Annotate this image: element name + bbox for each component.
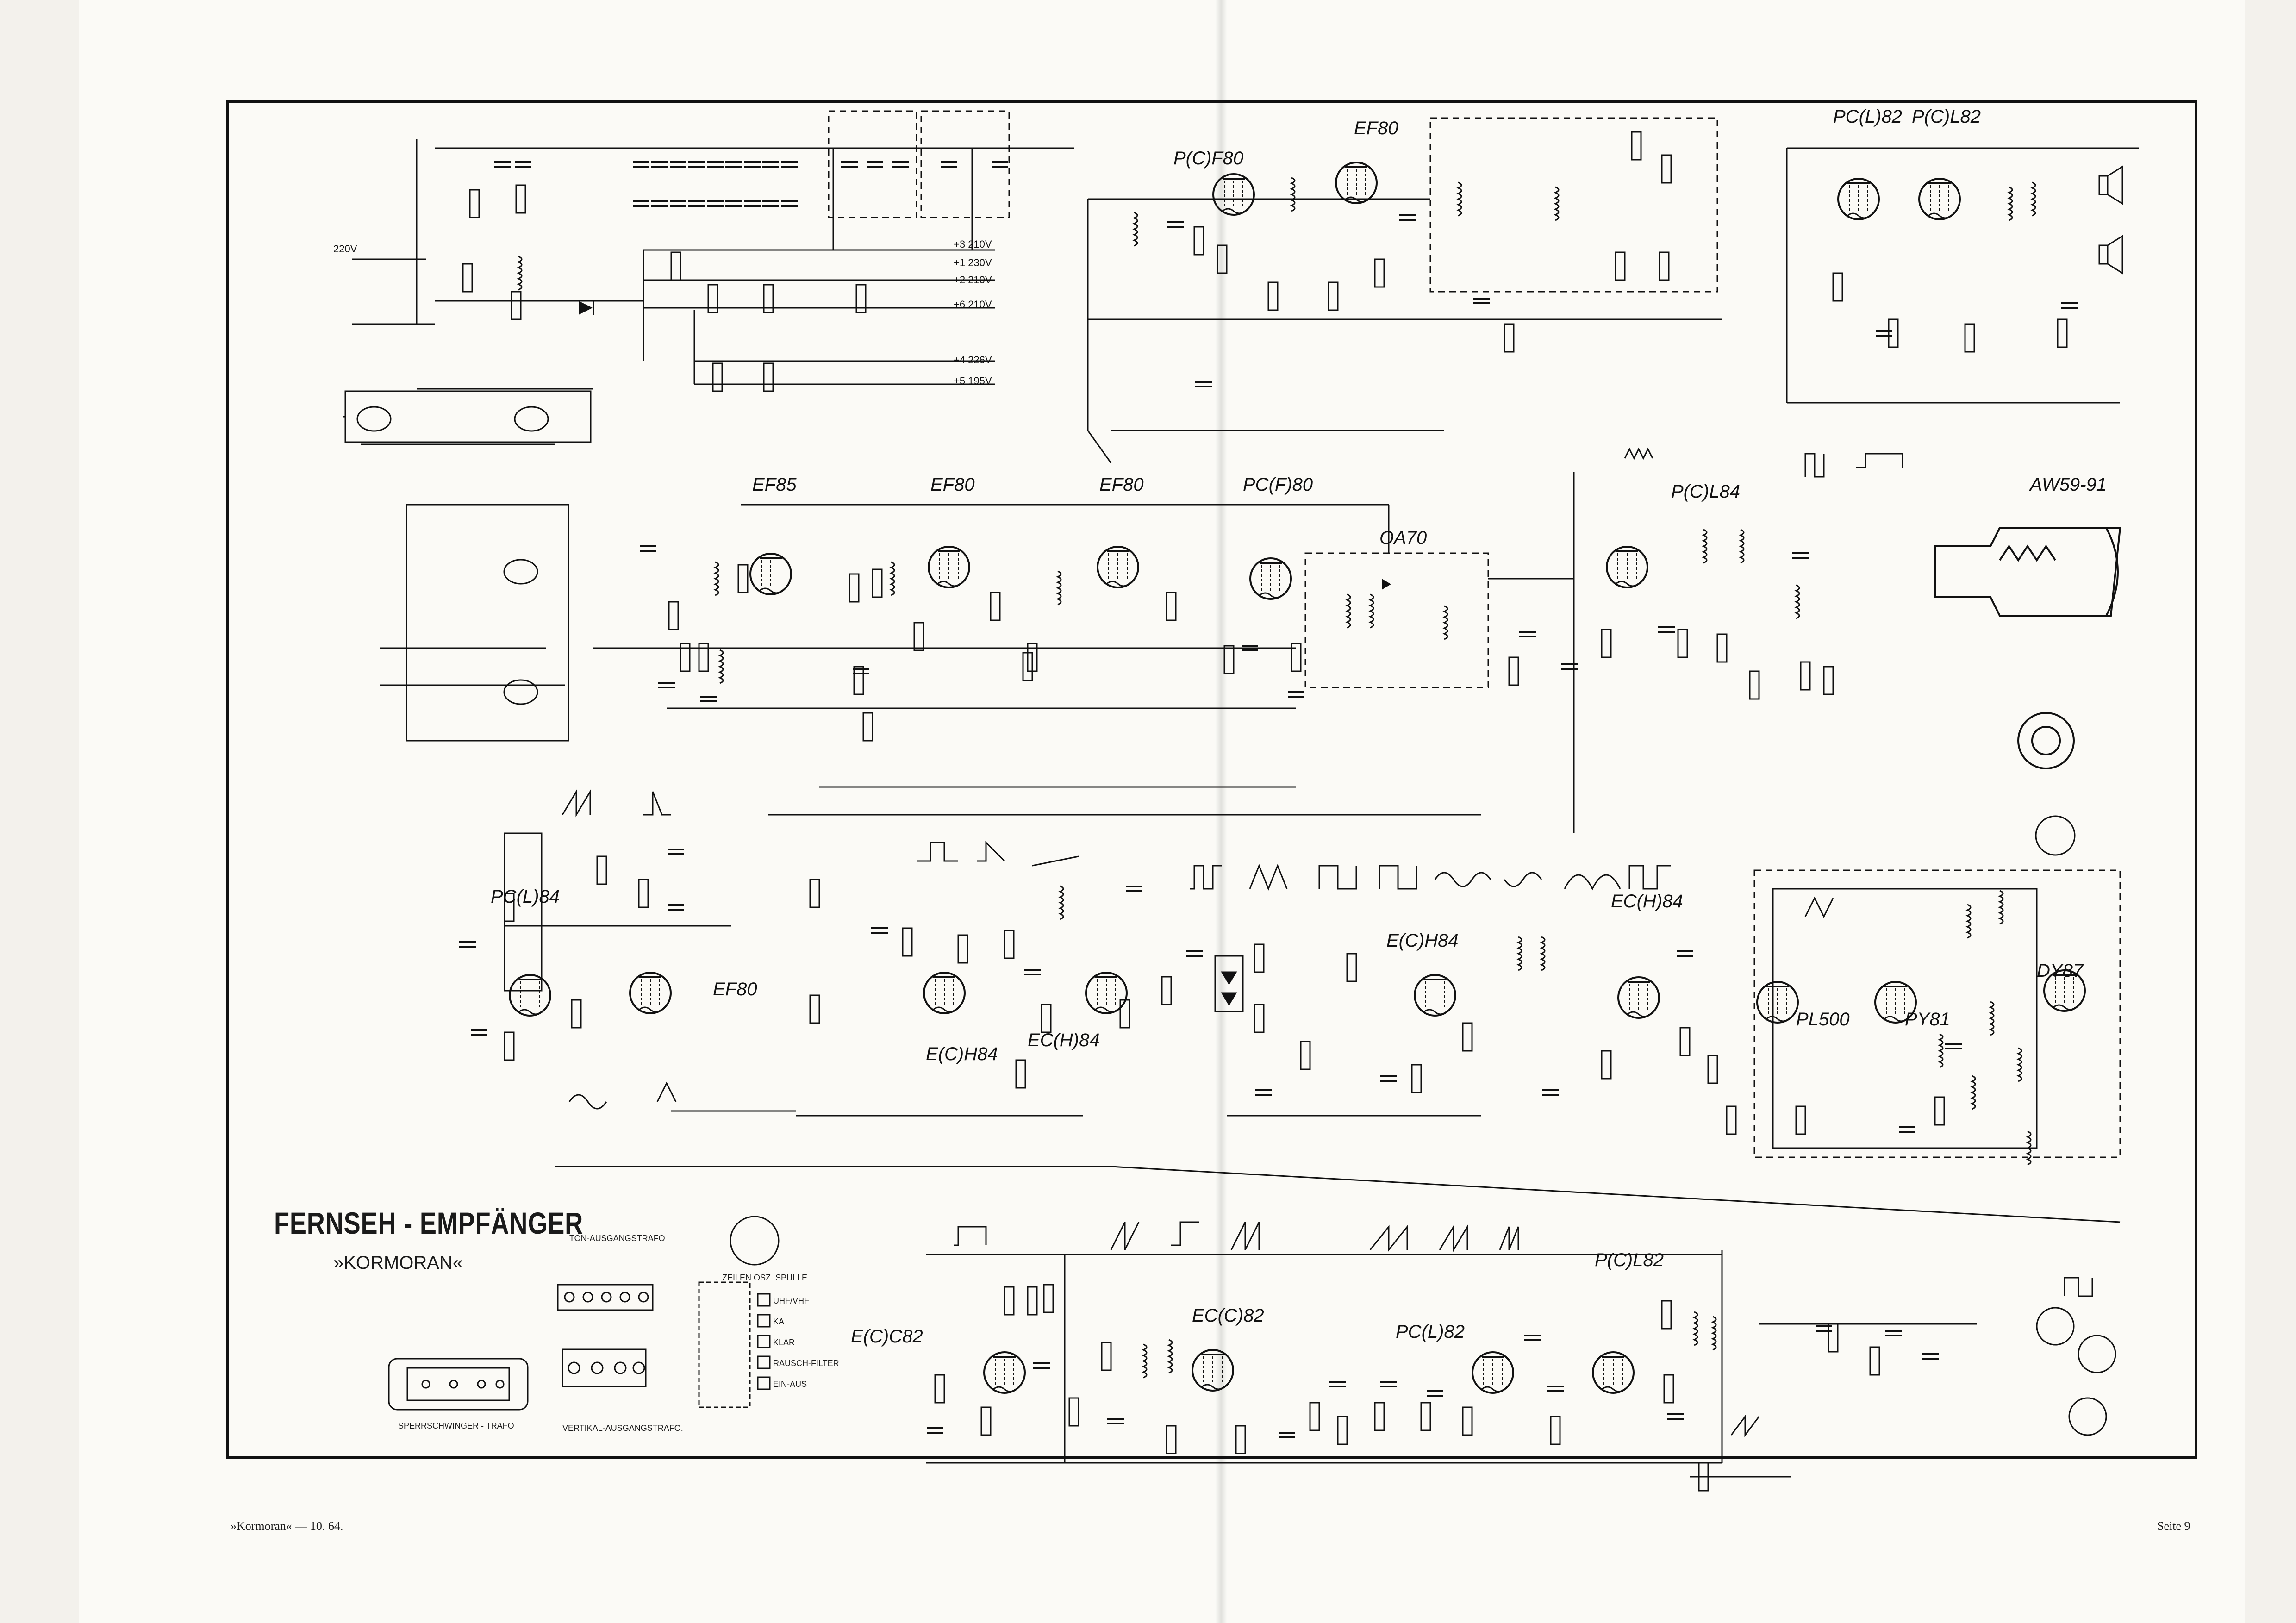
svg-text:EF85: EF85 bbox=[752, 474, 797, 495]
svg-text:DY87: DY87 bbox=[2037, 961, 2084, 981]
zeilen-osz-label: ZEILEN OSZ. SPULLE bbox=[722, 1273, 808, 1282]
switch-label: RAUSCH-FILTER bbox=[773, 1359, 839, 1368]
svg-text:PC(F)80: PC(F)80 bbox=[1243, 474, 1313, 495]
tube-labels: P(C)F80 EF80 PC(L)82 P(C)L82 EF85 EF80 E… bbox=[491, 106, 2107, 1347]
power-supply-section bbox=[352, 110, 1074, 390]
svg-text:+5 195V: +5 195V bbox=[954, 375, 992, 387]
sperrschwinger-label: SPERRSCHWINGER - TRAFO bbox=[398, 1421, 514, 1430]
svg-text:P(C)F80: P(C)F80 bbox=[1173, 148, 1243, 169]
tuner-sound-section bbox=[1087, 117, 2139, 463]
svg-text:+4 226V: +4 226V bbox=[954, 354, 992, 366]
vertical-output-section bbox=[926, 1250, 1977, 1478]
svg-text:+2 210V: +2 210V bbox=[954, 274, 992, 286]
svg-text:EC(H)84: EC(H)84 bbox=[1028, 1030, 1100, 1050]
switch-label: KLAR bbox=[773, 1338, 795, 1347]
svg-text:+1 230V: +1 230V bbox=[954, 257, 992, 268]
picture-tube-e7 bbox=[1934, 527, 2121, 769]
svg-text:E(C)H84: E(C)H84 bbox=[1386, 930, 1459, 951]
svg-text:PC(L)82: PC(L)82 bbox=[1833, 106, 1902, 127]
document-title: FERNSEH - EMPFÄNGER bbox=[274, 1206, 584, 1240]
switch-label: UHF/VHF bbox=[773, 1296, 809, 1305]
tube-e3 bbox=[749, 553, 792, 595]
svg-text:EC(C)82: EC(C)82 bbox=[1192, 1305, 1264, 1326]
switch-label: EIN-AUS bbox=[773, 1380, 807, 1389]
svg-text:220V: 220V bbox=[333, 243, 357, 255]
svg-text:EF80: EF80 bbox=[1354, 118, 1398, 138]
tube-e11a bbox=[1837, 178, 1880, 220]
tube-e6 bbox=[1606, 546, 1648, 588]
schematic-sheet bbox=[79, 0, 2245, 1623]
demodulator-diode-x201 bbox=[1382, 579, 1391, 590]
svg-text:EF80: EF80 bbox=[1099, 474, 1144, 495]
tube-e5 bbox=[1097, 546, 1139, 588]
svg-text:P(C)L82: P(C)L82 bbox=[1912, 106, 1981, 127]
filter-capacitor-bank bbox=[493, 161, 1009, 207]
vertikal-label: VERTIKAL-AUSGANGSTRAFO. bbox=[562, 1423, 683, 1433]
tube-e10 bbox=[1335, 162, 1378, 204]
svg-text:PL500: PL500 bbox=[1796, 1009, 1850, 1030]
footer-page-number: Seite 9 bbox=[2157, 1519, 2190, 1533]
tube-e15a bbox=[1414, 974, 1456, 1017]
tube-e13a bbox=[983, 1351, 1026, 1394]
svg-text:AW59-91: AW59-91 bbox=[2029, 474, 2107, 495]
svg-text:PC(L)82: PC(L)82 bbox=[1396, 1322, 1465, 1342]
tube-e16 bbox=[1756, 981, 1799, 1024]
svg-text:EF80: EF80 bbox=[930, 474, 975, 495]
if-amplifier-section bbox=[593, 472, 1575, 833]
rectifier-diode-x601 bbox=[579, 301, 593, 315]
deflection-components bbox=[458, 849, 2032, 1166]
schematic-frame bbox=[226, 100, 2197, 1459]
tuner-components bbox=[1133, 131, 2078, 387]
speaker-icon bbox=[2098, 165, 2123, 275]
tube-e4 bbox=[928, 546, 970, 588]
waveform-markers bbox=[562, 447, 2093, 1437]
footer-left: »Kormoran« — 10. 64. bbox=[231, 1519, 343, 1533]
document-subtitle: »KORMORAN« bbox=[333, 1253, 463, 1273]
if-components bbox=[639, 529, 1834, 742]
supply-resistors bbox=[462, 184, 867, 392]
tube-e14b bbox=[1592, 1351, 1635, 1394]
vertikal-ausgangstrafo-icon bbox=[562, 1348, 647, 1387]
rail-labels: +3 210V +1 230V +2 210V +6 210V +4 226V … bbox=[333, 238, 992, 387]
svg-text:P(C)L84: P(C)L84 bbox=[1671, 481, 1740, 502]
svg-text:+3 210V: +3 210V bbox=[954, 238, 992, 250]
tube-e15b bbox=[1617, 976, 1660, 1019]
tube-e8 bbox=[629, 972, 672, 1014]
tube-e9 bbox=[1249, 557, 1292, 600]
heater-chain-box bbox=[343, 390, 592, 742]
tube-e11b bbox=[1918, 178, 1961, 220]
svg-text:+6 210V: +6 210V bbox=[954, 299, 992, 310]
tube-e14a bbox=[1472, 1351, 1514, 1394]
svg-text:OA70: OA70 bbox=[1379, 528, 1427, 548]
svg-text:E(C)H84: E(C)H84 bbox=[926, 1044, 998, 1064]
sync-deflection-section bbox=[504, 814, 2121, 1223]
ton-ausgangstrafo-label: TON-AUSGANGSTRAFO bbox=[569, 1234, 665, 1243]
svg-text:PC(L)84: PC(L)84 bbox=[491, 886, 560, 907]
tube-e9-top bbox=[1212, 173, 1255, 216]
diode-bridge bbox=[1214, 955, 1244, 1012]
tube-e13b bbox=[1192, 1349, 1234, 1392]
svg-text:E(C)C82: E(C)C82 bbox=[851, 1326, 923, 1347]
zeilen-osz-spule-icon bbox=[698, 1216, 780, 1408]
tube-e6b bbox=[509, 974, 551, 1017]
svg-text:P(C)L82: P(C)L82 bbox=[1595, 1250, 1664, 1270]
svg-text:EC(H)84: EC(H)84 bbox=[1611, 891, 1683, 911]
svg-text:PY81: PY81 bbox=[1905, 1009, 1950, 1030]
vertical-components bbox=[926, 1284, 1940, 1492]
tube-e12a bbox=[923, 972, 966, 1014]
ton-ausgangstrafo-icon bbox=[557, 1284, 654, 1311]
sperrschwinger-trafo-icon bbox=[388, 1358, 529, 1411]
svg-text:EF80: EF80 bbox=[713, 979, 757, 999]
switch-label: KA bbox=[773, 1317, 785, 1326]
socket-os bbox=[2035, 815, 2116, 1436]
